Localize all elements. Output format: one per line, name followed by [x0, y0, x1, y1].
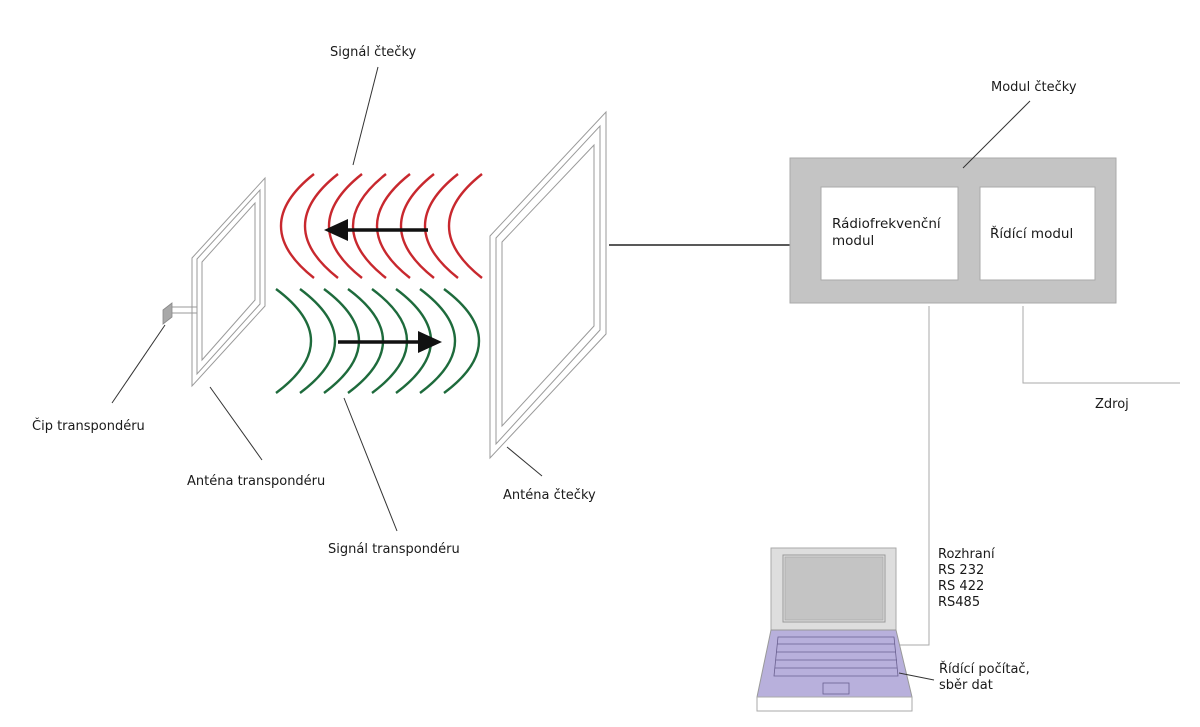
reader-antenna	[489, 110, 607, 460]
transponder-antenna	[191, 176, 266, 388]
laptop-icon	[756, 547, 913, 712]
transponder-chip	[162, 302, 197, 325]
reader-signal-wave	[303, 173, 339, 279]
transponder-signal-wave	[419, 288, 456, 394]
reader-signal-wave	[279, 173, 315, 279]
reader-signal-wave	[375, 173, 411, 279]
reader-signal-wave	[423, 173, 459, 279]
reader-module-label: Modul čtečky	[991, 80, 1077, 95]
reader-signal-arrow	[324, 219, 428, 241]
transponder-signal-label: Signál transpondéru	[328, 542, 460, 557]
reader-signal-wave	[447, 173, 483, 279]
rf-module-label: Rádiofrekvenční modul	[832, 216, 941, 249]
interface-line	[899, 306, 930, 646]
reader-signal-wave	[351, 173, 387, 279]
power-line	[1022, 306, 1180, 384]
transponder-signal-arrow	[338, 331, 442, 353]
reader-module	[789, 157, 1117, 304]
control-computer-label: Řídící počítač, sběr dat	[939, 662, 1030, 693]
transponder-signal-wave	[275, 288, 312, 394]
reader-signal-wave	[327, 173, 363, 279]
power-source-label: Zdroj	[1095, 397, 1129, 412]
control-module-box	[979, 186, 1096, 281]
transponder-antenna-label: Anténa transpondéru	[187, 474, 326, 489]
reader-antenna-label: Anténa čtečky	[503, 488, 596, 503]
interface-label: Rozhraní RS 232 RS 422 RS485	[938, 547, 995, 610]
reader-signal-label: Signál čtečky	[330, 45, 417, 60]
rf-module-box	[820, 186, 959, 281]
transponder-signal-wave	[299, 288, 336, 394]
control-module-label: Řídící modul	[990, 226, 1074, 242]
reader-signal-waves	[279, 173, 483, 279]
transponder-signal-wave	[443, 288, 480, 394]
transponder-chip-label: Čip transpondéru	[32, 419, 145, 434]
reader-signal-wave	[399, 173, 435, 279]
leader-lines	[111, 66, 1031, 681]
